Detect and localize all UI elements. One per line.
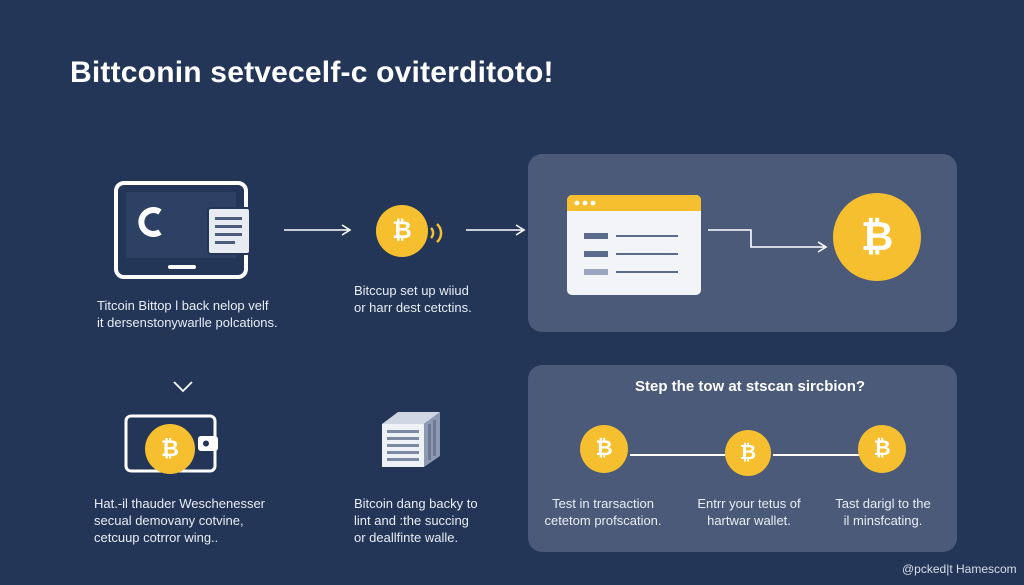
caption-line: cetcuup cotrror wing.. [94, 530, 219, 545]
caption-line: hartwar wallet. [707, 513, 791, 528]
page-title: Bittconin setvecelf-c oviterditoto! [70, 56, 554, 89]
caption-line: secual demovany cotvine, [94, 513, 244, 528]
storage-caption: Bitcoin dang backy to lint and :the succ… [354, 495, 478, 546]
bitcoin-icon: ₿ [145, 424, 195, 474]
step-connector [630, 454, 725, 456]
bitcoin-icon: ₿ [833, 193, 921, 281]
step-2-caption: Entrr your tetus of hartwar wallet. [682, 495, 816, 529]
chevron-down-icon [173, 381, 193, 393]
caption-line: cetetom profscation. [544, 513, 662, 528]
caption-line: lint and :the succing [354, 513, 469, 528]
caption-line: or deallfinte walle. [354, 530, 459, 545]
bitcoin-icon: ₿ [580, 425, 628, 473]
bitcoin-icon: ₿ [725, 430, 771, 476]
browser-window-icon [567, 195, 701, 295]
caption-line: il minsfcating. [843, 513, 923, 528]
caption-line: Titcoin Bittop l back nelop velf [97, 298, 269, 313]
bitcoin-icon: ₿ [858, 425, 906, 473]
caption-line: Entrr your tetus of [697, 496, 801, 511]
flow-arrow [284, 224, 352, 236]
step-connector [773, 454, 859, 456]
caption-line: Bitccup set up wiiud [354, 283, 469, 298]
server-icon [382, 412, 440, 467]
caption-line: Bitcoin dang backy to [354, 496, 478, 511]
step-3-caption: Tast darigl to the il minsfcating. [816, 495, 950, 529]
caption-line: it dersenstonywarlle polcations. [97, 315, 278, 330]
steps-panel-title: Step the tow at stscan sircbion? [635, 378, 866, 395]
caption-line: Hat.-il thauder Weschenesser [94, 496, 266, 511]
flow-arrow [708, 229, 828, 253]
laptop-icon [114, 181, 251, 279]
caption-line: Test in trarsaction [552, 496, 654, 511]
caption-line: Tast darigl to the [835, 496, 931, 511]
flow-arrow [466, 224, 526, 236]
wallet-caption: Hat.-il thauder Weschenesser secual demo… [94, 495, 265, 546]
signal-icon [430, 223, 443, 243]
laptop-caption: Titcoin Bittop l back nelop velf it ders… [97, 297, 278, 331]
caption-line: or harr dest cetctins. [354, 300, 472, 315]
coin-caption: Bitccup set up wiiud or harr dest cetcti… [354, 282, 472, 316]
bitcoin-icon: ₿ [376, 205, 428, 257]
watermark: @pcked|t Hamescom [902, 562, 1017, 576]
step-1-caption: Test in trarsaction cetetom profscation. [536, 495, 670, 529]
